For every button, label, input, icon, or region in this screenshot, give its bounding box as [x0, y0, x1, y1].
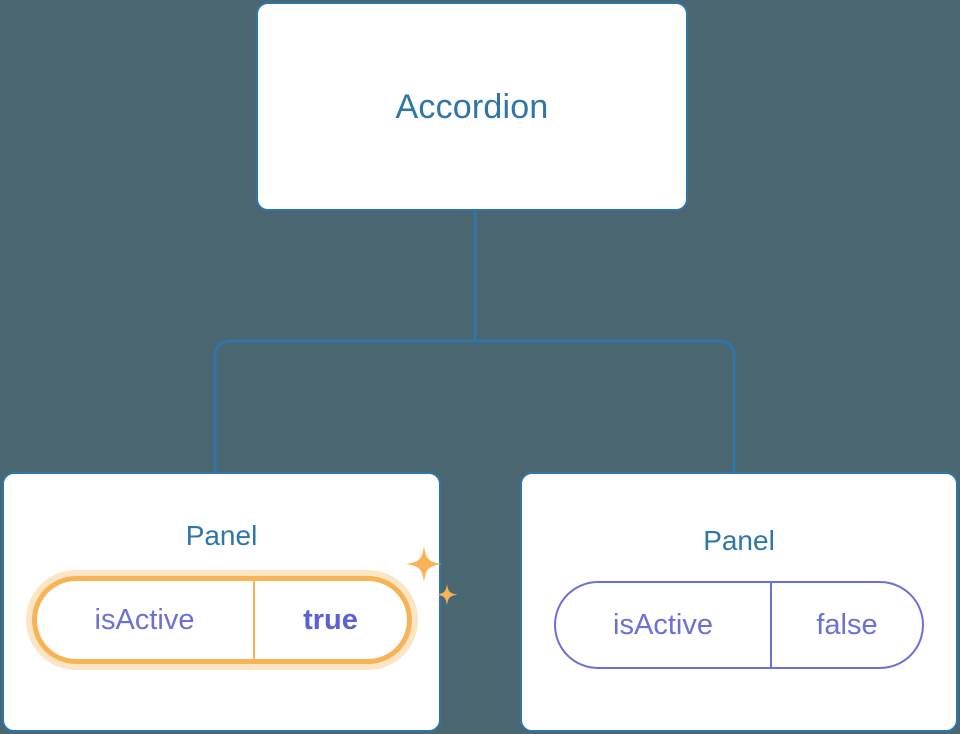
connector-branch-right — [473, 339, 736, 474]
sparkle-large-icon — [406, 546, 442, 582]
node-panel-active-title: Panel — [185, 520, 258, 551]
prop-key-inactive: isActive — [556, 583, 772, 667]
prop-pill-wrapper-inactive: isActive false — [522, 581, 956, 669]
node-accordion[interactable]: Accordion — [256, 2, 688, 211]
prop-key-active: isActive — [37, 581, 255, 659]
node-accordion-title: Accordion — [395, 87, 549, 126]
prop-pill-inactive[interactable]: isActive false — [554, 581, 924, 669]
prop-pill-wrapper-active: isActive true — [4, 546, 458, 664]
connector-branch-left — [213, 339, 477, 474]
prop-value-inactive: false — [816, 608, 878, 641]
node-panel-inactive[interactable]: Panel isActive false — [520, 472, 958, 732]
prop-value-active: true — [303, 603, 358, 636]
prop-pill-active[interactable]: isActive true — [31, 576, 412, 664]
node-panel-inactive-title: Panel — [703, 525, 775, 556]
node-panel-active[interactable]: Panel isActive true — [2, 472, 458, 732]
